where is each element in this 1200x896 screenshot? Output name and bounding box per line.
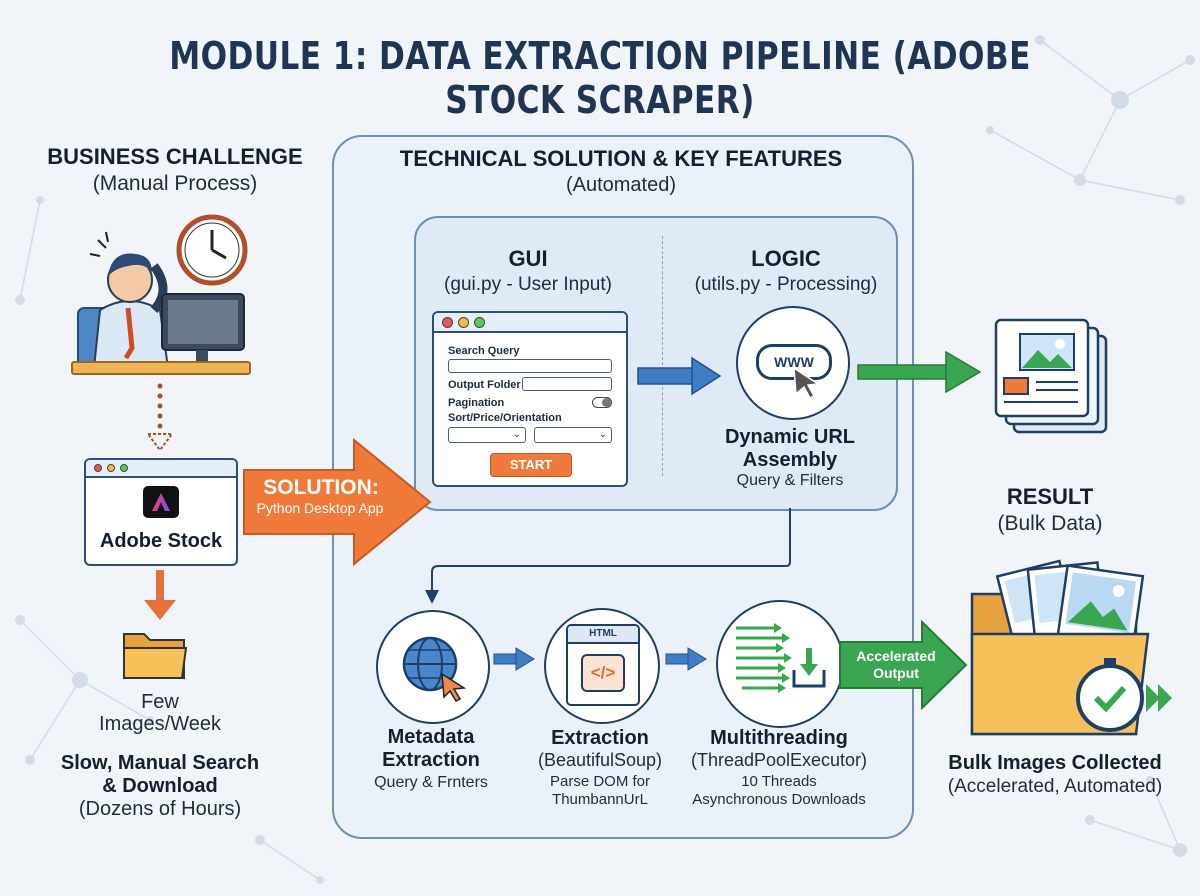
metadata-circle bbox=[376, 610, 490, 724]
result-subheading: (Bulk Data) bbox=[997, 512, 1103, 535]
stressed-worker-illustration bbox=[71, 214, 251, 375]
sort-label: Sort/Price/Orientation bbox=[448, 412, 562, 424]
slow-line3: (Dozens of Hours) bbox=[78, 798, 242, 820]
logic-to-metadata-connector bbox=[425, 508, 791, 604]
extraction-caption1: Parse DOM for bbox=[549, 773, 651, 790]
logic-label-line1: Dynamic URL bbox=[724, 426, 856, 448]
start-button[interactable]: START bbox=[490, 453, 572, 477]
adobe-stock-label: Adobe Stock bbox=[99, 530, 223, 552]
multithreading-subheading: (ThreadPoolExecutor) bbox=[690, 750, 868, 770]
business-subheading: (Manual Process) bbox=[92, 172, 258, 195]
search-query-label: Search Query bbox=[448, 345, 520, 357]
slow-line2: & Download bbox=[102, 775, 218, 797]
extraction-caption2: ThumbannUrL bbox=[552, 791, 648, 808]
www-icon: WWW bbox=[756, 344, 832, 380]
solution-sublabel: Python Desktop App bbox=[256, 500, 384, 516]
multithreading-caption1: 10 Threads bbox=[741, 773, 817, 790]
adobe-stock-window: Adobe Stock bbox=[84, 458, 238, 566]
dotted-down-arrow bbox=[146, 383, 174, 452]
orange-down-arrow bbox=[144, 570, 176, 620]
gui-window: Search Query Output Folder Pagination So… bbox=[432, 311, 628, 487]
html-document-icon: HTML </> bbox=[566, 624, 640, 706]
accelerated-output-arrow bbox=[839, 620, 968, 710]
output-folder-label: Output Folder bbox=[448, 379, 521, 391]
metadata-line1: Metadata bbox=[387, 726, 475, 748]
html-icon-label: HTML bbox=[568, 626, 638, 644]
result-heading: RESULT bbox=[1006, 484, 1094, 509]
gui-subheading: (gui.py - User Input) bbox=[444, 274, 612, 295]
bulk-heading: Bulk Images Collected bbox=[948, 752, 1162, 774]
metadata-caption: Query & Frnters bbox=[374, 774, 488, 791]
logic-caption: Query & Filters bbox=[736, 472, 844, 489]
accelerated-line1: Accelerated bbox=[856, 648, 936, 664]
few-line1: Few bbox=[141, 691, 179, 713]
bulk-images-folder-icon bbox=[970, 559, 1172, 736]
multithreading-caption2: Asynchronous Downloads bbox=[692, 791, 866, 808]
gui-logic-divider bbox=[662, 236, 663, 476]
gui-to-logic-arrow bbox=[637, 356, 722, 396]
technical-heading: TECHNICAL SOLUTION & KEY FEATURES bbox=[399, 146, 843, 171]
extraction-heading: Extraction bbox=[551, 727, 649, 749]
orientation-select[interactable]: ⌄ bbox=[534, 427, 612, 443]
cursor-icon bbox=[793, 366, 821, 399]
page-title: MODULE 1: DATA EXTRACTION PIPELINE (ADOB… bbox=[169, 34, 1031, 122]
output-folder-input[interactable] bbox=[522, 377, 612, 391]
solution-arrow bbox=[243, 437, 432, 567]
adobe-logo-icon bbox=[143, 486, 179, 518]
slow-line1: Slow, Manual Search bbox=[60, 752, 260, 774]
globe-icon bbox=[402, 636, 467, 702]
multithreading-heading: Multithreading bbox=[710, 727, 848, 749]
technical-subheading: (Automated) bbox=[565, 174, 677, 196]
few-line2: Images/Week bbox=[99, 713, 221, 735]
solution-label: SOLUTION: bbox=[263, 476, 379, 499]
metadata-to-extraction-arrow bbox=[493, 647, 535, 671]
logic-to-result-arrow bbox=[857, 350, 982, 394]
metadata-line2: Extraction bbox=[382, 749, 480, 771]
sort-select[interactable]: ⌄ bbox=[448, 427, 526, 443]
logic-label-line2: Assembly bbox=[742, 449, 838, 471]
multithreading-circle bbox=[716, 600, 844, 728]
folder-icon bbox=[123, 633, 188, 679]
gui-heading: GUI bbox=[508, 246, 548, 271]
extraction-circle: HTML </> bbox=[544, 608, 660, 724]
logic-heading: LOGIC bbox=[751, 246, 821, 271]
www-circle: WWW bbox=[736, 306, 850, 420]
logic-subheading: (utils.py - Processing) bbox=[694, 274, 878, 295]
threads-download-icon bbox=[736, 623, 826, 693]
bulk-subheading: (Accelerated, Automated) bbox=[947, 776, 1163, 797]
document-stack-icon bbox=[994, 318, 1108, 434]
clock-icon bbox=[176, 214, 248, 286]
extraction-to-multithreading-arrow bbox=[665, 647, 707, 671]
accelerated-line2: Output bbox=[873, 665, 919, 681]
code-icon: </> bbox=[581, 654, 625, 692]
extraction-subheading: (BeautifulSoup) bbox=[537, 750, 663, 770]
search-query-input[interactable] bbox=[448, 359, 612, 373]
business-heading: BUSINESS CHALLENGE bbox=[47, 144, 303, 169]
pagination-label: Pagination bbox=[448, 397, 505, 409]
pagination-toggle[interactable] bbox=[592, 397, 612, 408]
